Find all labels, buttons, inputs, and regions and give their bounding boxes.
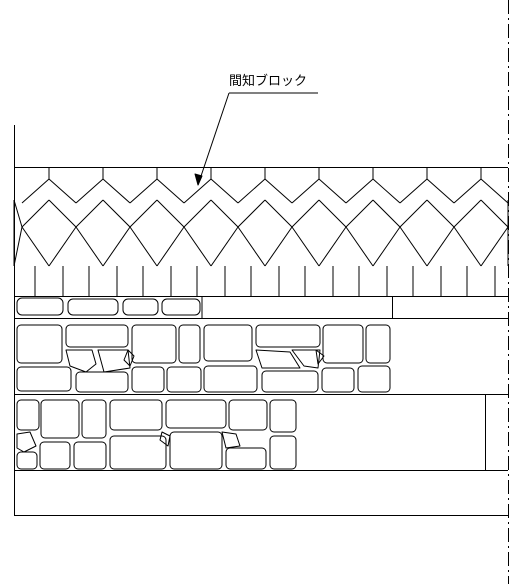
kenchi-block-pattern <box>13 167 509 296</box>
kenchi-block-label: 間知ブロック <box>229 74 308 89</box>
flat-stones <box>16 297 201 316</box>
course-lines <box>14 167 508 516</box>
rubble-stones-lower <box>16 399 297 470</box>
rubble-stones-upper <box>16 324 391 393</box>
leader-line <box>194 92 318 186</box>
